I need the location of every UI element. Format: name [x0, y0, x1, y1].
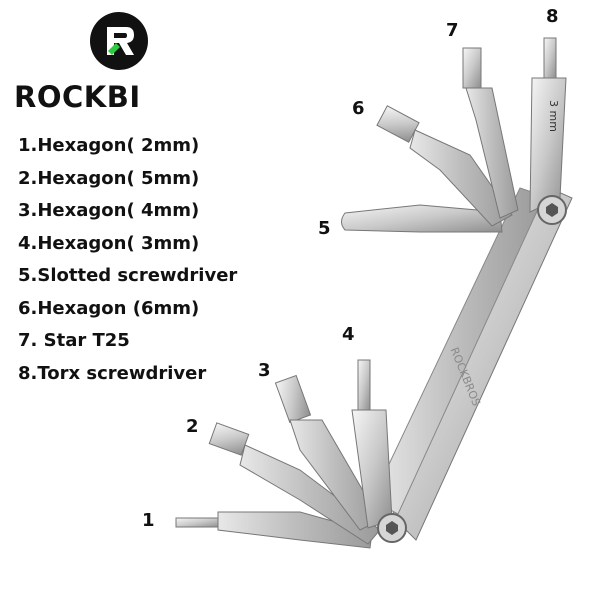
callout-1: 1 — [142, 510, 155, 531]
bit-2-hexagon — [208, 422, 381, 545]
callout-3: 3 — [258, 360, 271, 381]
tool-list-item: 4.Hexagon( 3mm) — [18, 232, 200, 254]
tool-list-item: 7. Star T25 — [18, 330, 130, 351]
brand-name: ROCKBI — [14, 80, 141, 114]
bit-1-hexagon — [175, 511, 373, 549]
tool-list-item: 3.Hexagon( 4mm) — [18, 200, 200, 221]
bit-5-slotted-screwdriver — [341, 204, 503, 233]
callout-5: 5 — [318, 218, 331, 239]
bit-6-hexagon — [376, 105, 513, 227]
rockbi-r-logo-icon — [107, 27, 134, 55]
bit-4-hexagon — [351, 359, 393, 529]
tool-list-item: 2.Hexagon( 5mm) — [18, 167, 200, 189]
tool-list: 1.Hexagon( 2mm) 2.Hexagon( 5mm) 3.Hexago… — [18, 130, 237, 390]
brand-logo — [90, 12, 148, 70]
tool-list-item: 8.Torx screwdriver — [18, 362, 207, 384]
bit-size-label: 3 mm — [547, 100, 560, 132]
callout-4: 4 — [342, 324, 355, 345]
tool-side-plate — [391, 181, 573, 541]
bit-8-torx: 3 mm — [529, 37, 567, 213]
tool-list-item: 6.Hexagon (6mm) — [18, 297, 200, 319]
callout-2: 2 — [186, 416, 199, 437]
callout-8: 8 — [546, 6, 559, 27]
tool-list-item: 5.Slotted screwdriver — [18, 265, 238, 286]
callout-6: 6 — [352, 98, 365, 119]
callout-7: 7 — [446, 20, 459, 41]
tool-list-item: 1.Hexagon( 2mm) — [18, 135, 200, 156]
bit-7-star — [462, 47, 519, 219]
